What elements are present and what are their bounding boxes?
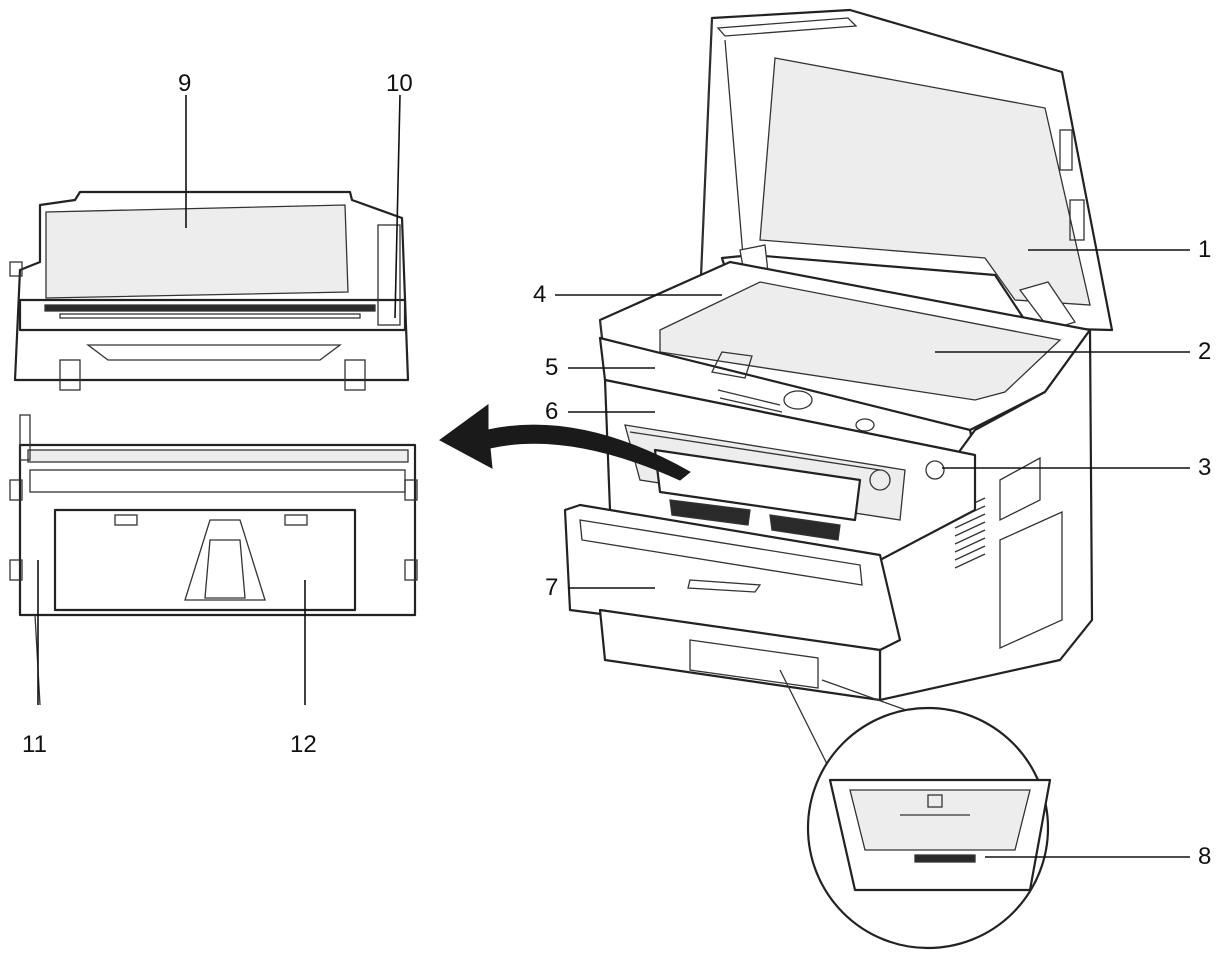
paper-cassette: [598, 608, 882, 702]
document-cover: [698, 8, 1114, 332]
callout-4: 4: [533, 281, 547, 308]
removal-arrow: [439, 404, 691, 481]
leader-lines: [37, 94, 1190, 858]
developer-unit-illustration: [9, 414, 418, 706]
front-cover: [563, 503, 902, 652]
callout-7: 7: [545, 574, 559, 601]
callout-2: 2: [1198, 338, 1212, 365]
callout-9: 9: [178, 70, 192, 97]
drum-unit-illustration: [9, 190, 410, 391]
zoom-detail: [779, 669, 1052, 950]
callout-6: 6: [545, 398, 559, 425]
callout-3: 3: [1198, 454, 1212, 481]
callout-1: 1: [1198, 236, 1212, 263]
printer-illustration: [439, 8, 1114, 950]
callout-10: 10: [386, 70, 413, 97]
operation-panel: [598, 336, 977, 457]
callout-12: 12: [290, 731, 317, 758]
callout-8: 8: [1198, 843, 1212, 870]
callout-11: 11: [22, 731, 47, 758]
callout-5: 5: [545, 354, 559, 381]
inner-cavity: [603, 378, 977, 562]
